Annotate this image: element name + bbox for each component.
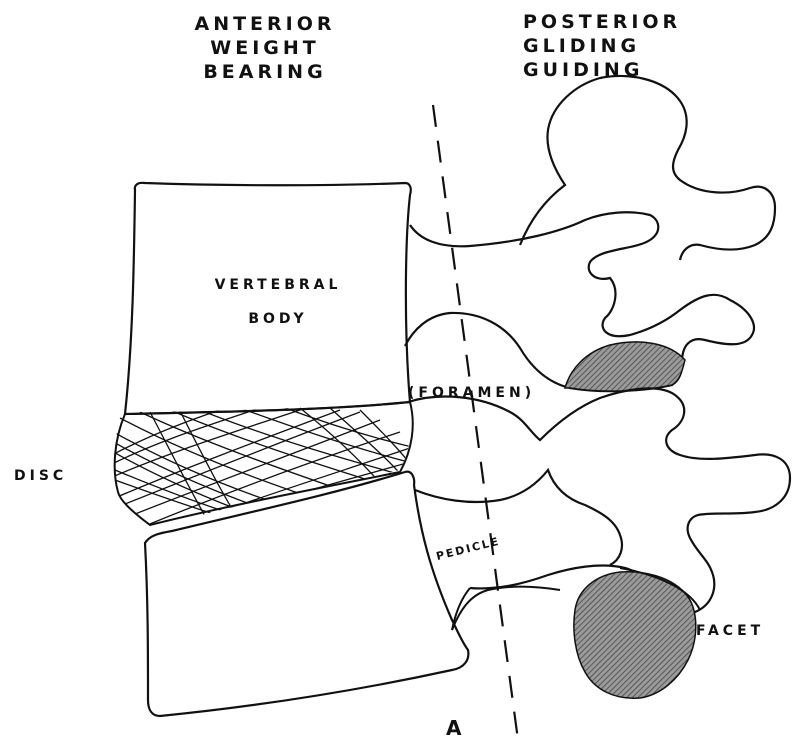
anterior-heading-line-1: ANTERIOR — [176, 12, 354, 36]
posterior-heading-line-2: GLIDING — [523, 34, 703, 58]
facet-label: FACET — [696, 623, 764, 639]
intervertebral-disc — [110, 402, 425, 540]
anterior-heading-line-2: WEIGHT — [176, 36, 354, 60]
vertebral-body-label: VERTEBRAL BODY — [198, 268, 358, 336]
upper-facet — [565, 342, 685, 391]
anterior-heading: ANTERIOR WEIGHT BEARING — [176, 12, 354, 84]
anterior-heading-line-3: BEARING — [176, 60, 354, 84]
figure-letter: A — [446, 716, 465, 740]
posterior-heading: POSTERIOR GLIDING GUIDING — [523, 10, 703, 82]
vertebral-body-label-line-1: VERTEBRAL — [198, 268, 358, 302]
lower-facet — [574, 572, 696, 699]
lower-vertebral-body — [145, 472, 468, 716]
posterior-heading-line-1: POSTERIOR — [523, 10, 703, 34]
pedicle-outline — [452, 587, 560, 630]
posterior-heading-line-3: GUIDING — [523, 58, 703, 82]
dividing-line — [433, 105, 518, 740]
vertebral-body-label-line-2: BODY — [198, 302, 358, 336]
disc-label: DISC — [14, 468, 67, 484]
foramen-label: (FORAMEN) — [408, 385, 535, 401]
